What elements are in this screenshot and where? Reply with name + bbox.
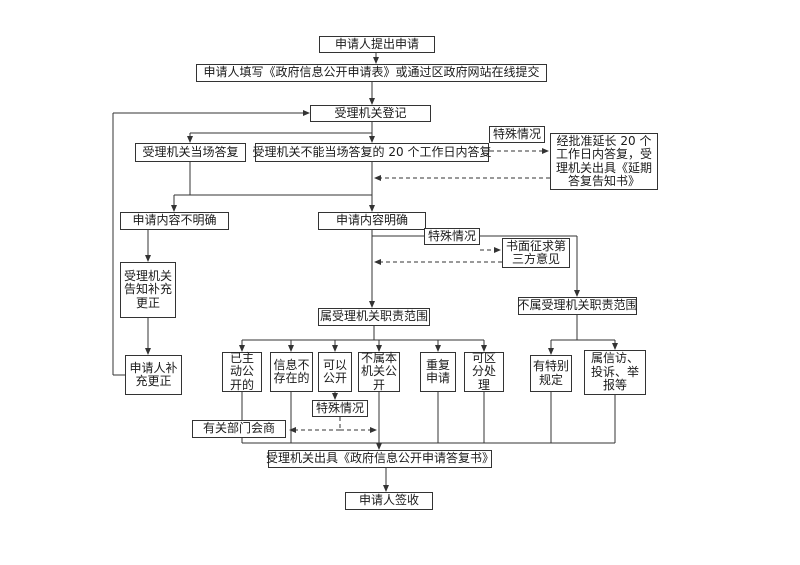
node-can-disclose: 可以公开 [318,352,352,392]
node-third-party-opinion: 书面征求第三方意见 [502,238,570,268]
node-reply-within-20-days: 受理机关不能当场答复的 20 个工作日内答复 [253,143,491,162]
node-separable-handling: 可区分处理 [464,351,504,392]
node-applicant-submits: 申请人提出申请 [319,36,435,53]
node-outside-scope: 不属受理机关职责范围 [518,297,638,315]
special-case-label-bottom: 特殊情况 [312,400,368,417]
node-applicant-sign: 申请人签收 [345,492,433,510]
node-info-not-exist: 信息不存在的 [270,352,313,392]
node-petition-complaint: 属信访、投诉、举报等 [584,350,646,395]
node-already-disclosed: 已主动公开的 [222,351,262,392]
node-authority-registration: 受理机关登记 [310,105,431,122]
node-applicant-correction: 申请人补充更正 [125,355,182,395]
special-case-label-top: 特殊情况 [489,126,545,143]
node-not-this-agency: 不属本机关公开 [358,351,400,392]
node-content-clear: 申请内容明确 [318,212,426,230]
node-repeated-request: 重复申请 [420,352,456,392]
node-notify-correction: 受理机关告知补充更正 [120,262,176,318]
special-case-label-mid: 特殊情况 [424,228,480,245]
node-within-scope: 属受理机关职责范围 [318,308,430,326]
node-onsite-reply: 受理机关当场答复 [135,143,246,162]
node-special-provisions: 有特别规定 [530,355,572,392]
node-extension-reply: 经批准延长 20 个工作日内答复，受理机关出具《延期答复告知书》 [550,133,658,190]
node-department-consultation: 有关部门会商 [192,420,286,438]
node-content-unclear: 申请内容不明确 [120,212,229,230]
node-issue-reply-letter: 受理机关出具《政府信息公开申请答复书》 [266,450,494,468]
node-fill-application-form: 申请人填写《政府信息公开申请表》或通过区政府网站在线提交 [196,64,547,82]
